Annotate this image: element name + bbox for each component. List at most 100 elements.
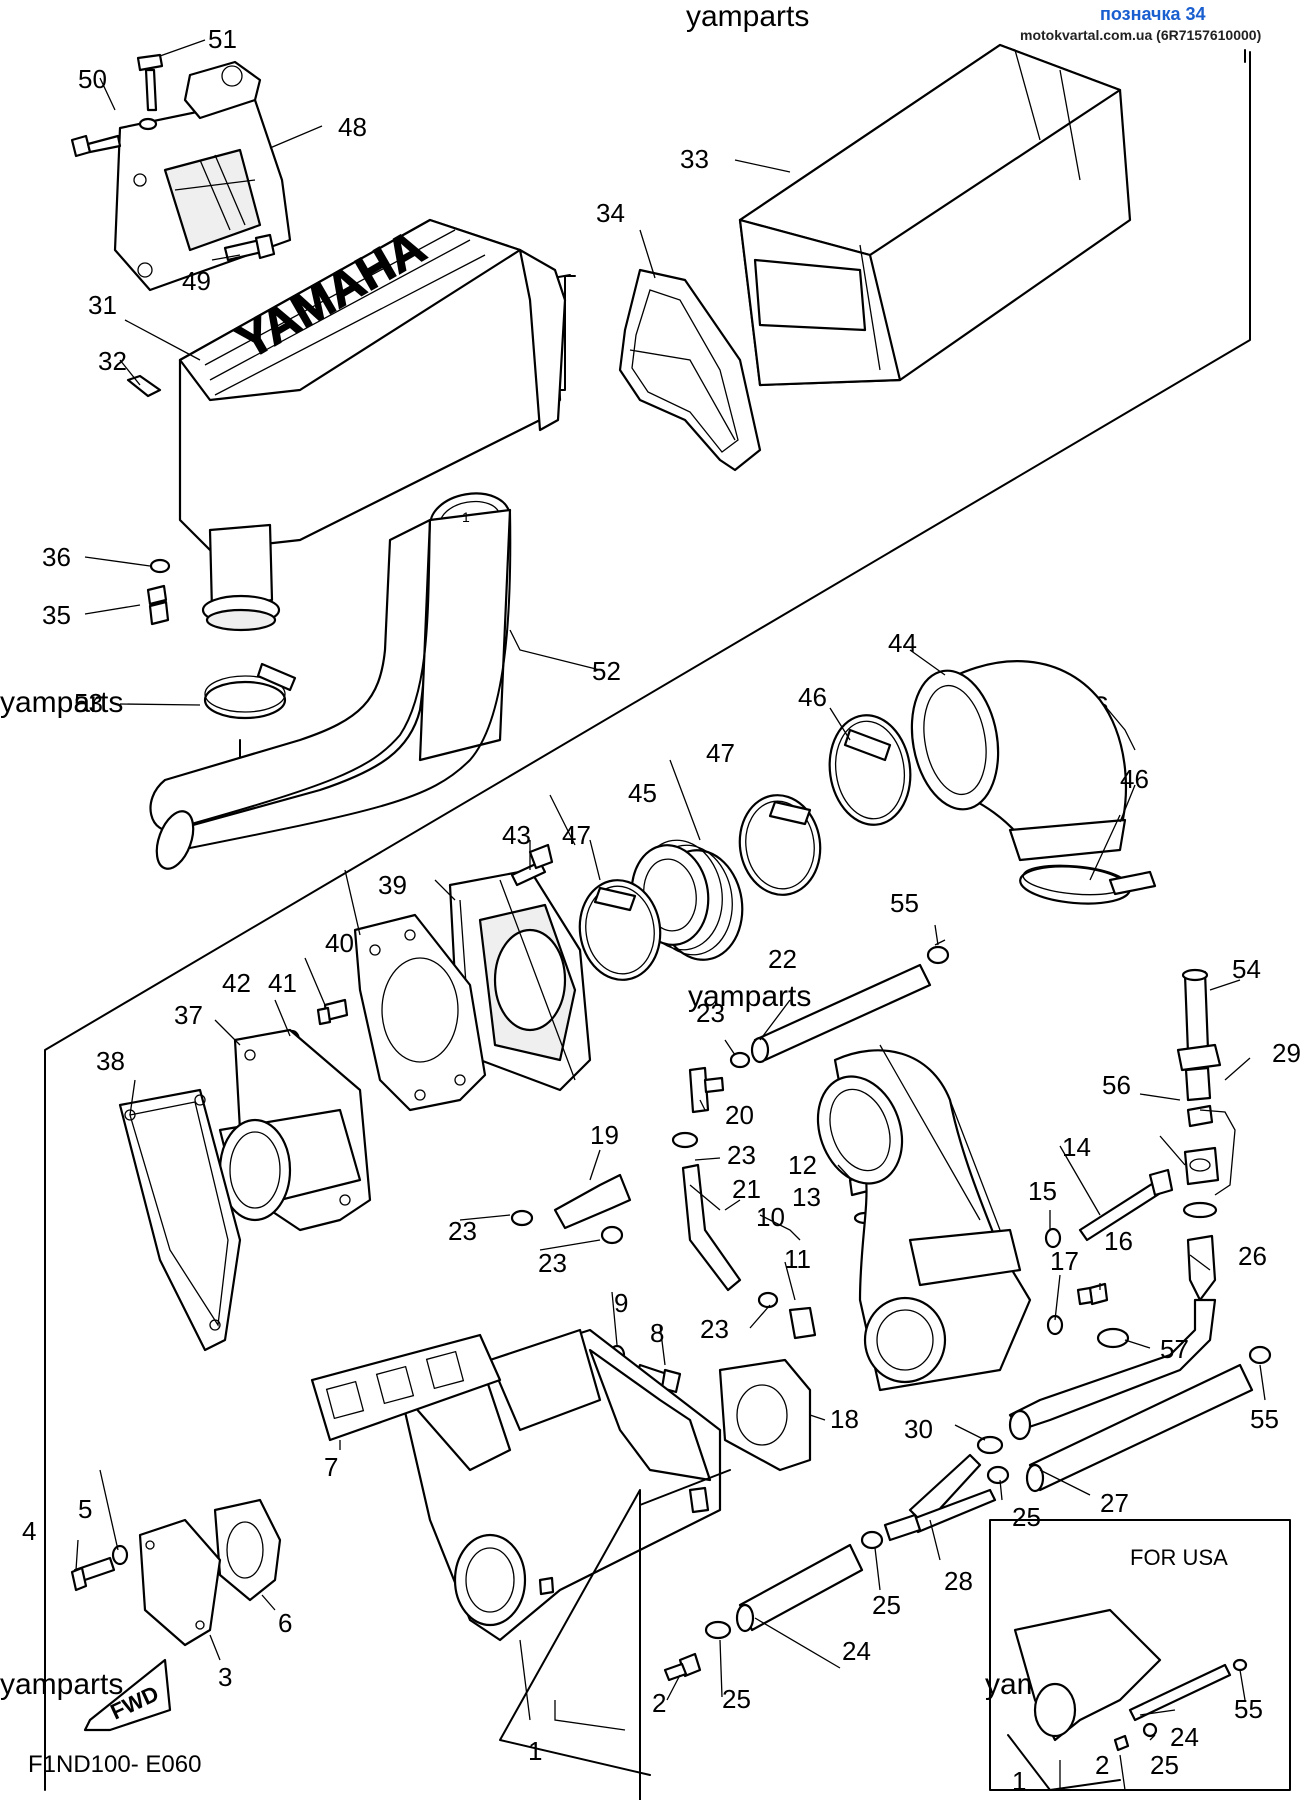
gasket-7: [310, 1333, 502, 1442]
callout-1a: 1: [528, 1736, 542, 1766]
pipe-26: [1008, 1234, 1217, 1441]
callout-38: 38: [96, 1046, 125, 1076]
washer-36: [149, 558, 171, 574]
clamp-46-lower: [1019, 864, 1157, 905]
diagram-code: F1ND100- E060: [28, 1751, 201, 1778]
inset-title: FOR USA: [1130, 1545, 1228, 1570]
watermark-center: yamparts: [688, 980, 811, 1013]
callout-34: 34: [596, 198, 625, 228]
callout-37: 37: [174, 1000, 203, 1030]
callout-22: 22: [768, 944, 797, 974]
bolt-43: [510, 843, 554, 887]
callout-3: 3: [218, 1662, 232, 1692]
bolt-32: [126, 374, 162, 398]
callout-50: 50: [78, 64, 107, 94]
gasket-6: [213, 1498, 282, 1602]
callout-2a: 2: [652, 1688, 666, 1718]
bolt-14: [1078, 1168, 1174, 1242]
callout-11: 11: [784, 1244, 811, 1274]
nut-29: [1186, 1104, 1236, 1196]
callout-44: 44: [888, 628, 917, 658]
fitting-11: [788, 1306, 817, 1340]
callout-40: 40: [325, 928, 354, 958]
callout-9: 9: [614, 1288, 628, 1318]
clamp-25b: [860, 1530, 884, 1550]
watermark-bottom-left: yamparts: [0, 1668, 123, 1701]
callout-35: 35: [42, 600, 71, 630]
bolt-49: [223, 233, 276, 262]
callout-2b: 2: [1095, 1750, 1109, 1780]
bolt-4: [70, 1556, 116, 1592]
y-fitting-28: [883, 1453, 997, 1542]
callout-23a: 23: [696, 998, 725, 1028]
clamp-23a: [729, 1051, 751, 1069]
callout-53: 53: [74, 688, 103, 718]
pipe-22: [750, 963, 932, 1064]
callout-39: 39: [378, 870, 407, 900]
pipe-24: [735, 1543, 864, 1633]
callout-23e: 23: [700, 1314, 729, 1344]
callout-46b: 46: [1120, 764, 1149, 794]
clamp-23e: [757, 1291, 779, 1309]
callout-28: 28: [944, 1566, 973, 1596]
callout-55c: 55: [1234, 1694, 1263, 1724]
callout-55b: 55: [1250, 1404, 1279, 1434]
clamp-47-lower: [578, 879, 662, 981]
callout-13: 13: [792, 1182, 821, 1212]
callout-15: 15: [1028, 1176, 1057, 1206]
callout-36: 36: [42, 542, 71, 572]
leader-lines: [75, 39, 1266, 1800]
callout-23b: 23: [727, 1140, 756, 1170]
clamp-25c: [704, 1620, 732, 1640]
callout-52: 52: [592, 656, 621, 686]
callout-25d: 25: [1150, 1750, 1179, 1780]
nut-56: [1183, 1146, 1220, 1186]
clamp-53: [203, 662, 297, 720]
callout-54: 54: [1232, 954, 1261, 984]
exhaust-elbow-10: [816, 1044, 1032, 1392]
callout-46a: 46: [798, 682, 827, 712]
bolt-41: [316, 998, 349, 1026]
adapter-39: [448, 868, 592, 1092]
hose-19: [553, 1173, 632, 1230]
watermark-left: yamparts: [0, 686, 123, 719]
bolt-2: [663, 1652, 702, 1682]
callout-47b: 47: [562, 820, 591, 850]
bolt-51: [136, 53, 164, 112]
callout-32: 32: [98, 346, 127, 376]
callout-23d: 23: [538, 1248, 567, 1278]
callout-4: 4: [22, 1516, 36, 1546]
clamp-30: [976, 1435, 1004, 1455]
callout-26: 26: [1238, 1241, 1267, 1271]
callout-10: 10: [756, 1202, 785, 1232]
hose-marker-1: 1: [462, 509, 470, 525]
clamp-23c: [510, 1209, 534, 1227]
callout-29: 29: [1272, 1038, 1301, 1068]
callout-18: 18: [830, 1404, 859, 1434]
callout-43: 43: [502, 820, 531, 850]
callout-5: 5: [78, 1494, 92, 1524]
intake-hose-52: 1: [149, 492, 512, 870]
watermark-top: yamparts: [686, 0, 809, 33]
bolt-50b: [70, 134, 122, 158]
clamp-55-upper: [926, 939, 950, 965]
callout-25c: 25: [722, 1684, 751, 1714]
callout-12: 12: [788, 1150, 817, 1180]
clamp-46-upper: [828, 714, 912, 826]
air-box-33: [738, 43, 1132, 387]
callout-19: 19: [590, 1120, 619, 1150]
callout-41: 41: [268, 968, 297, 998]
header-source: motokvartal.com.ua (6R7157610000): [1020, 27, 1262, 43]
callout-17: 17: [1050, 1246, 1079, 1276]
callout-55a: 55: [890, 888, 919, 918]
gasket-40: [353, 913, 487, 1112]
callout-25a: 25: [1012, 1502, 1041, 1532]
callout-8: 8: [650, 1318, 664, 1348]
callout-27: 27: [1100, 1488, 1129, 1518]
callout-7: 7: [324, 1452, 338, 1482]
callout-20: 20: [725, 1100, 754, 1130]
exhaust-outlet-37: [218, 1028, 372, 1232]
callout-33: 33: [680, 144, 709, 174]
callout-21: 21: [732, 1174, 761, 1204]
callout-1b: 1: [1012, 1766, 1026, 1796]
